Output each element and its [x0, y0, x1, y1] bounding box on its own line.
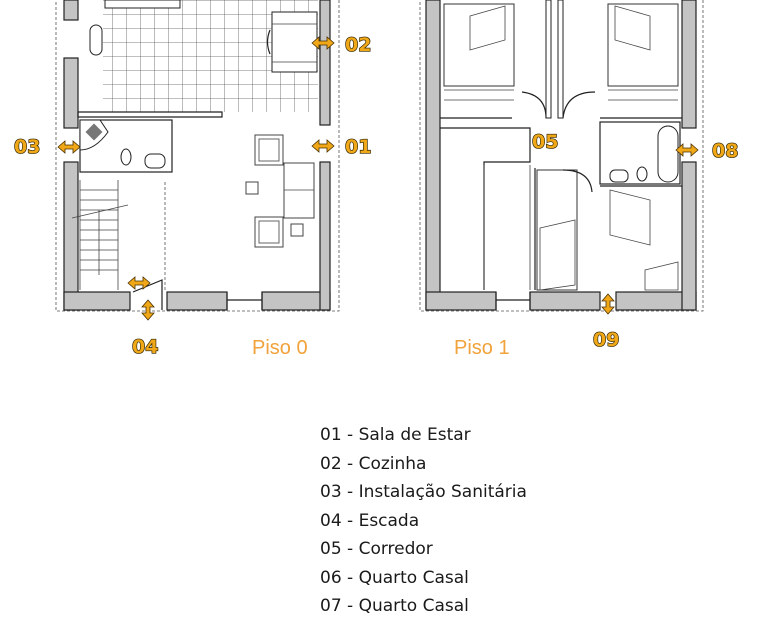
svg-text:05: 05	[532, 131, 558, 153]
marker-02: 02	[311, 33, 372, 57]
double-arrow-icon	[311, 139, 335, 153]
svg-text:04: 04	[132, 336, 158, 358]
legend-item: 04 - Escada	[320, 510, 420, 531]
legend-item: 01 - Sala de Estar	[320, 425, 471, 445]
marker-04: 04	[127, 276, 159, 359]
marker-08: 08	[675, 139, 739, 163]
double-arrow-icon	[601, 293, 615, 315]
double-arrow-icon	[311, 36, 335, 50]
room-legend: 01 - Sala de Estar 02 - Cozinha 03 - Ins…	[320, 421, 527, 621]
legend-item: 02 - Cozinha	[320, 453, 427, 474]
legend-item: 03 - Instalação Sanitária	[320, 482, 527, 502]
double-arrow-icon	[127, 276, 151, 290]
svg-text:01: 01	[345, 136, 371, 158]
svg-text:09: 09	[593, 329, 619, 351]
floor-plan-piso-0: 02 01 03 04 Piso 0	[13, 0, 372, 359]
legend-item: 07 - Quarto Casal	[320, 596, 469, 616]
double-arrow-icon	[57, 140, 81, 154]
svg-text:02: 02	[345, 34, 371, 56]
legend-item: 05 - Corredor	[320, 539, 433, 559]
svg-text:08: 08	[712, 140, 738, 162]
floor-label-piso-0: Piso 0	[252, 337, 308, 359]
marker-01: 01	[311, 135, 372, 159]
double-arrow-icon	[141, 299, 155, 321]
stairs	[71, 180, 166, 290]
floor-plan: 02 01 03 04 Piso 0	[13, 0, 739, 359]
marker-09: 09	[592, 293, 620, 352]
legend-item: 06 - Quarto Casal	[320, 567, 469, 588]
double-arrow-icon	[675, 143, 699, 157]
svg-text:03: 03	[14, 136, 40, 158]
floor-plan-piso-1: 05 08 09 Piso 1	[419, 0, 739, 359]
marker-03: 03	[13, 135, 81, 159]
marker-05: 05	[531, 130, 559, 153]
floor-label-piso-1: Piso 1	[454, 337, 510, 359]
